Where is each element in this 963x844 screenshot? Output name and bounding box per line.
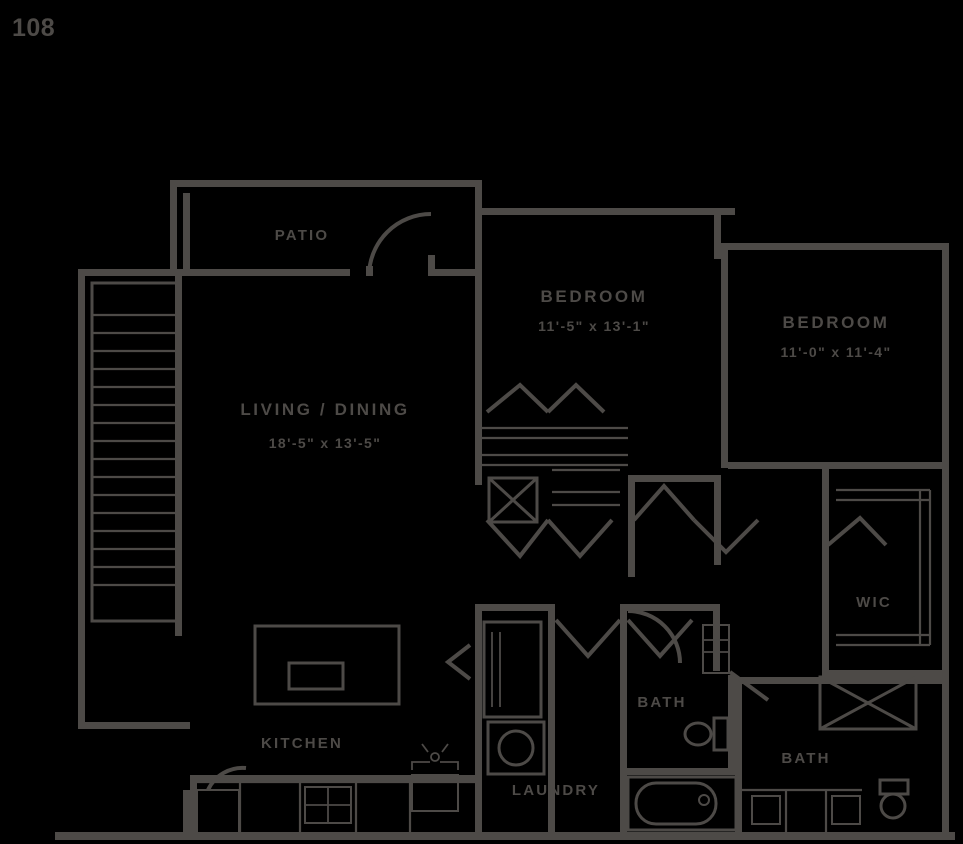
structural-walls bbox=[55, 180, 955, 840]
room-label-wic: WIC bbox=[856, 594, 892, 611]
refrigerator bbox=[196, 765, 247, 834]
room-label-living-dining: LIVING / DINING bbox=[240, 400, 409, 419]
room-dim-bedroom-2: 11'-0" x 11'-4" bbox=[781, 344, 892, 360]
kitchen-island bbox=[253, 624, 401, 706]
room-label-patio: PATIO bbox=[275, 227, 330, 244]
bedroom1-closet bbox=[482, 382, 628, 560]
room-label-kitchen: KITCHEN bbox=[261, 735, 343, 752]
staircase bbox=[90, 281, 179, 623]
patio-door bbox=[366, 212, 432, 277]
room-label-laundry: LAUNDRY bbox=[512, 782, 600, 799]
laundry-closet bbox=[444, 620, 546, 776]
bathtub bbox=[626, 775, 738, 832]
bath1-fixtures bbox=[626, 609, 770, 832]
vanity-2 bbox=[751, 795, 861, 825]
range-cooktop bbox=[411, 743, 459, 812]
room-label-bedroom-2: BEDROOM bbox=[783, 313, 890, 332]
hvac-unit bbox=[818, 675, 918, 731]
water-heater bbox=[487, 476, 539, 524]
plan-id-label: 108 bbox=[12, 14, 55, 42]
bath2-fixtures bbox=[742, 778, 910, 832]
hall-closet-doors bbox=[554, 482, 760, 660]
room-dim-living-dining: 18'-5" x 13'-5" bbox=[269, 435, 382, 451]
kitchen-counter-run bbox=[196, 743, 475, 834]
wic-shelving bbox=[826, 488, 932, 647]
room-label-bath-1: BATH bbox=[637, 694, 686, 711]
toilet-2 bbox=[878, 778, 910, 820]
washer-dryer bbox=[486, 720, 546, 776]
room-label-bath-2: BATH bbox=[781, 750, 830, 767]
toilet-1 bbox=[683, 716, 730, 752]
kitchen-sink bbox=[304, 786, 352, 824]
room-dim-bedroom-1: 11'-5" x 13'-1" bbox=[538, 318, 650, 334]
room-label-bedroom-1: BEDROOM bbox=[541, 287, 648, 306]
